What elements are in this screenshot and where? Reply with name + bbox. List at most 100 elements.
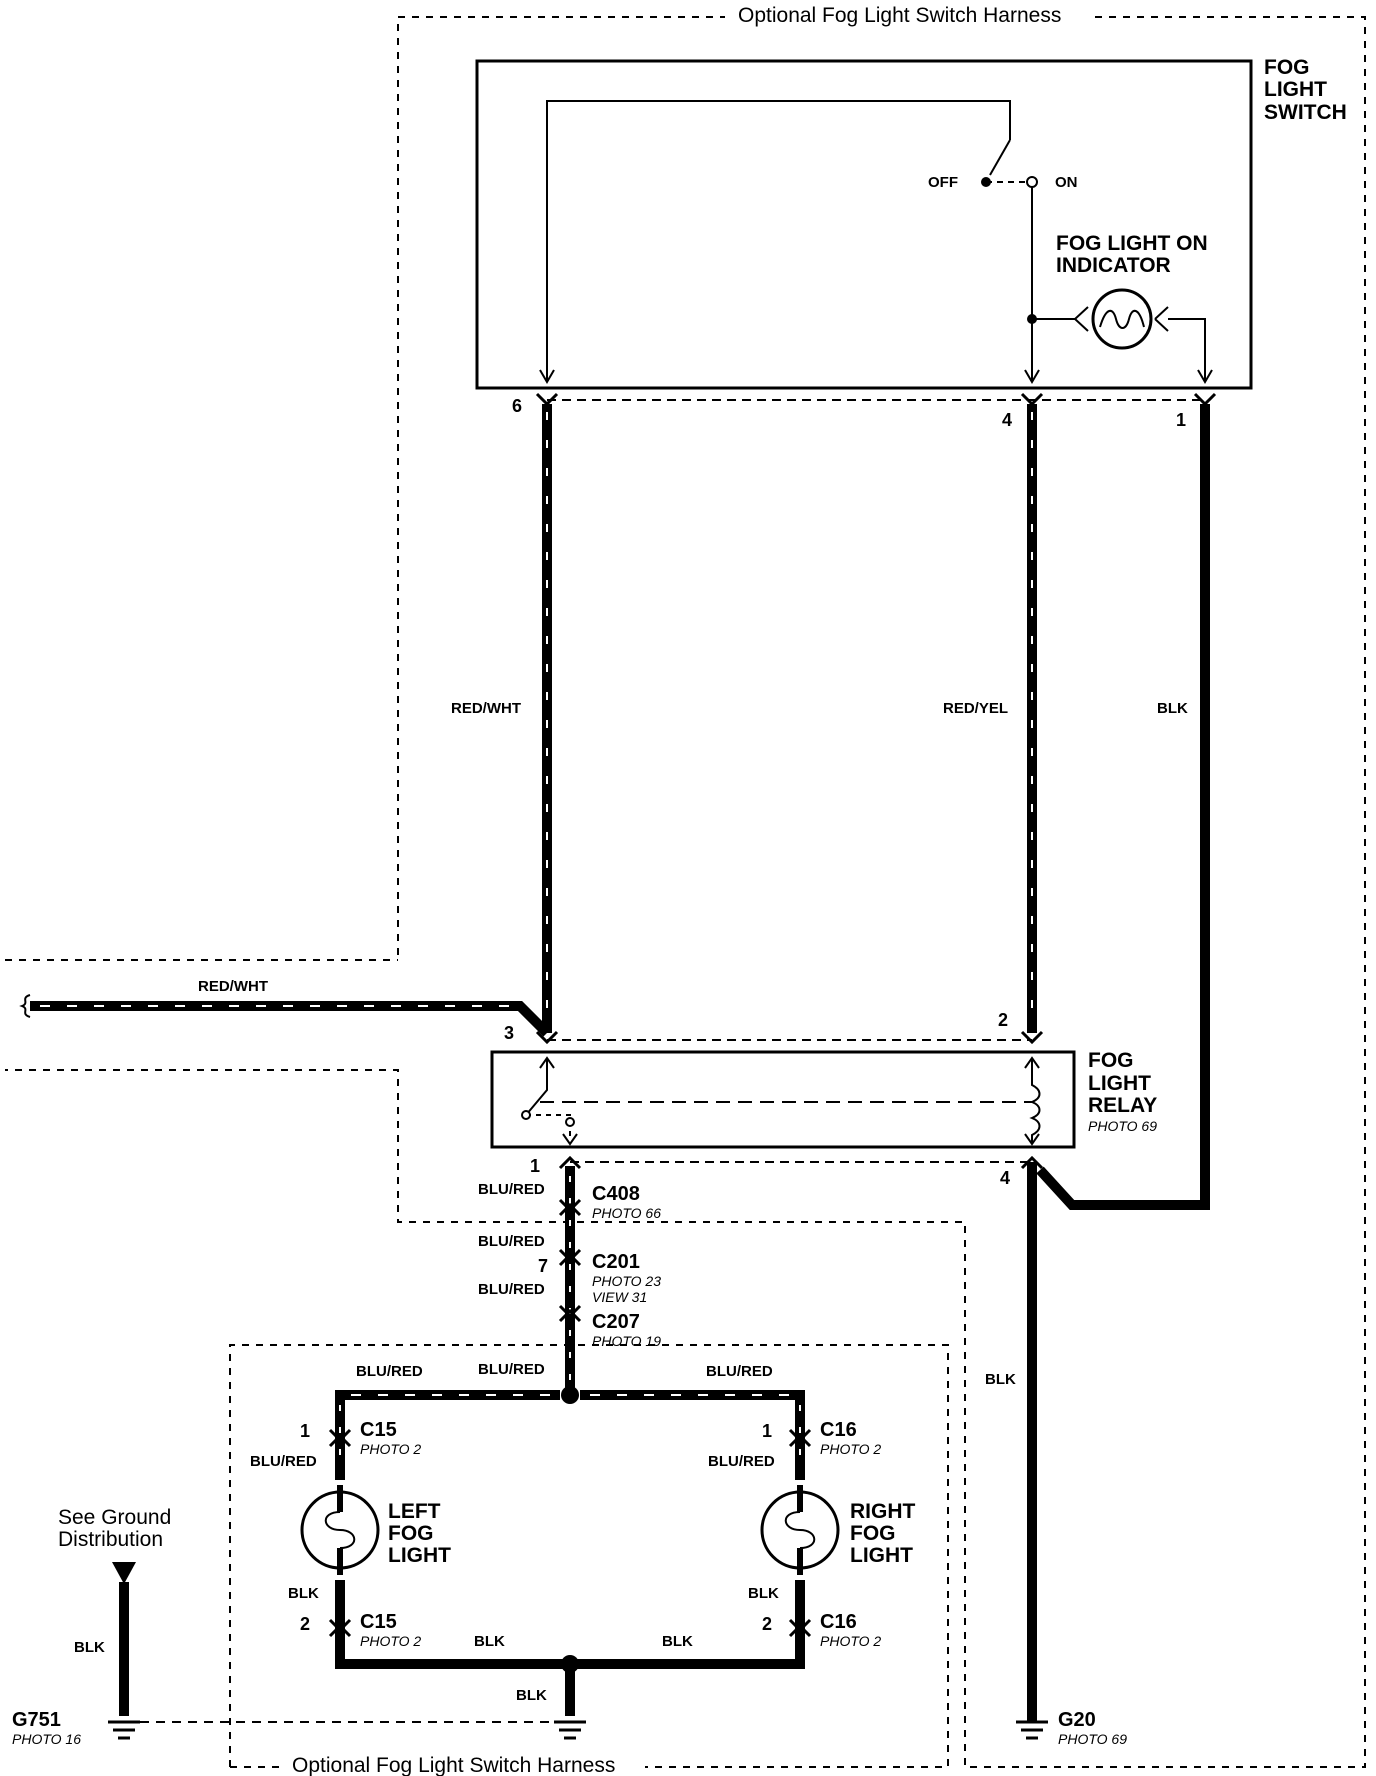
red-wht-input-end-icon — [19, 994, 31, 1018]
c207-photo: PHOTO 19 — [592, 1333, 661, 1349]
wire-label-blk-ground-dist: BLK — [74, 1639, 105, 1656]
left-fog-light-label-1: LEFT — [388, 1500, 441, 1523]
relay-label-2: LIGHT — [1088, 1072, 1151, 1095]
wire-label-blk-relay-ground: BLK — [985, 1371, 1016, 1388]
c16-bottom-pin: 2 — [762, 1614, 772, 1634]
fog-light-relay-box — [490, 1050, 1076, 1149]
indicator-junction-dot — [1027, 314, 1037, 324]
relay-internal-wiring — [525, 1056, 1041, 1146]
wire-label-blk-switch: BLK — [1157, 700, 1188, 717]
wire-label-blk-right-light: BLK — [748, 1585, 779, 1602]
center-ground-icon — [554, 1720, 586, 1740]
ground-distribution-label-2: Distribution — [58, 1528, 163, 1551]
c16-top-photo: PHOTO 2 — [820, 1441, 881, 1457]
wire-label-blk-left-light: BLK — [288, 1585, 319, 1602]
g20-ground-icon — [1016, 1720, 1048, 1740]
c201-pin: 7 — [538, 1256, 548, 1276]
c16-bottom-photo: PHOTO 2 — [820, 1633, 881, 1649]
blk-splice-dot — [561, 1655, 579, 1673]
wire-label-blu-red-left-top: BLU/RED — [356, 1363, 423, 1380]
relay-top-terminals — [535, 1030, 1044, 1045]
fog-light-switch-label-3: SWITCH — [1264, 101, 1347, 124]
c16-bottom-label: C16 — [820, 1611, 857, 1633]
wire-label-blk-bottom-right: BLK — [662, 1633, 693, 1650]
fog-light-switch-label-1: FOG — [1264, 56, 1310, 79]
wire-label-blu-red-2: BLU/RED — [478, 1233, 545, 1250]
wire-label-blu-red-3: BLU/RED — [478, 1281, 545, 1298]
g751-label: G751 — [12, 1709, 61, 1731]
switch-pin-6: 6 — [512, 396, 522, 416]
c15-bottom-photo: PHOTO 2 — [360, 1633, 421, 1649]
fog-light-on-indicator-icon — [1091, 288, 1153, 350]
left-fog-light-label-2: FOG — [388, 1522, 434, 1545]
relay-label-3: RELAY — [1088, 1094, 1157, 1117]
main-wires — [30, 404, 1210, 1210]
switch-pivot-dot — [981, 177, 991, 187]
g751-photo: PHOTO 16 — [12, 1731, 81, 1747]
c201-label: C201 — [592, 1251, 640, 1273]
wire-label-blu-red-junction: BLU/RED — [478, 1361, 545, 1378]
g751-ground-icon — [108, 1720, 140, 1740]
relay-bottom-terminals — [558, 1155, 1044, 1170]
relay-pin-3: 3 — [504, 1023, 514, 1043]
wire-label-red-yel: RED/YEL — [943, 700, 1008, 717]
right-fog-light-label-3: LIGHT — [850, 1544, 913, 1567]
c16-top-pin: 1 — [762, 1421, 772, 1441]
fog-light-switch-box — [475, 59, 1253, 390]
right-fog-light-label-2: FOG — [850, 1522, 896, 1545]
switch-off-label: OFF — [928, 174, 958, 191]
switch-internal-wiring — [539, 100, 1213, 384]
switch-pin-1: 1 — [1176, 410, 1186, 430]
harness-title-top: Optional Fog Light Switch Harness — [738, 4, 1061, 27]
relay-switch-pivot — [521, 1110, 531, 1120]
c408-photo: PHOTO 66 — [592, 1205, 661, 1221]
relay-label-1: FOG — [1088, 1049, 1134, 1072]
wire-label-blu-red-1: BLU/RED — [478, 1181, 545, 1198]
fog-light-connector-icons — [328, 1428, 812, 1638]
indicator-label-2: INDICATOR — [1056, 254, 1171, 277]
c15-top-photo: PHOTO 2 — [360, 1441, 421, 1457]
c16-top-label: C16 — [820, 1419, 857, 1441]
wire-label-red-wht-input: RED/WHT — [198, 978, 268, 995]
g20-label: G20 — [1058, 1709, 1096, 1731]
c15-top-pin: 1 — [300, 1421, 310, 1441]
right-fog-light-label-1: RIGHT — [850, 1500, 916, 1523]
ground-distribution-arrow-icon — [112, 1562, 136, 1584]
relay-pin-4: 4 — [1000, 1168, 1010, 1188]
left-fog-light-label-3: LIGHT — [388, 1544, 451, 1567]
harness-boundary — [5, 16, 1366, 1768]
wire-label-blk-bottom-left: BLK — [474, 1633, 505, 1650]
fog-light-circuit-wires — [119, 1390, 805, 1716]
wire-label-blu-red-right-top: BLU/RED — [706, 1363, 773, 1380]
wire-label-blk-bottom-center: BLK — [516, 1687, 547, 1704]
switch-on-label: ON — [1055, 174, 1078, 191]
right-fog-light-icon — [760, 1485, 840, 1575]
relay-pin-1: 1 — [530, 1156, 540, 1176]
c207-label: C207 — [592, 1311, 640, 1333]
switch-pin-4: 4 — [1002, 410, 1012, 430]
blu-red-splice-dot — [561, 1386, 579, 1404]
wire-label-red-wht: RED/WHT — [451, 700, 521, 717]
relay-pin-2: 2 — [998, 1010, 1008, 1030]
c15-bottom-label: C15 — [360, 1611, 397, 1633]
indicator-label-1: FOG LIGHT ON — [1056, 232, 1208, 255]
wire-label-blu-red-c16: BLU/RED — [708, 1453, 775, 1470]
wire-stripes — [40, 412, 1033, 1025]
c15-top-label: C15 — [360, 1419, 397, 1441]
inline-connector-icons — [558, 1198, 582, 1323]
left-fog-light-icon — [300, 1485, 380, 1575]
c408-label: C408 — [592, 1183, 640, 1205]
fog-light-switch-label-2: LIGHT — [1264, 78, 1327, 101]
c15-bottom-pin: 2 — [300, 1614, 310, 1634]
switch-on-contact — [1026, 176, 1038, 188]
relay-photo: PHOTO 69 — [1088, 1118, 1157, 1134]
harness-title-bottom: Optional Fog Light Switch Harness — [292, 1754, 615, 1776]
c201-photo: PHOTO 23 — [592, 1273, 661, 1289]
relay-switch-contact — [565, 1117, 575, 1127]
fog-light-circuit-stripes — [339, 1394, 801, 1470]
ground-distribution-label-1: See Ground — [58, 1506, 171, 1529]
g20-photo: PHOTO 69 — [1058, 1731, 1127, 1747]
wire-label-blu-red-c15: BLU/RED — [250, 1453, 317, 1470]
c201-view: VIEW 31 — [592, 1289, 647, 1305]
